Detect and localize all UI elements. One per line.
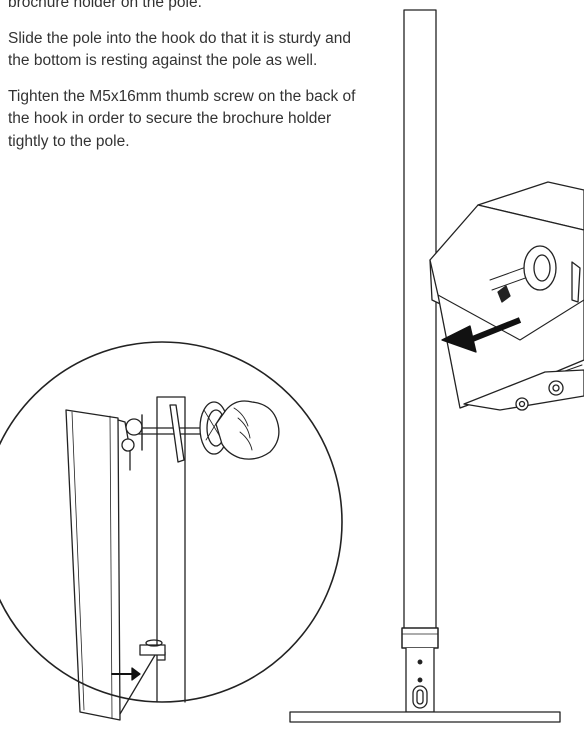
main-direction-arrow xyxy=(441,317,522,353)
main-pole xyxy=(289,9,561,723)
detail-circle-view xyxy=(0,341,343,721)
main-brochure-holder xyxy=(429,181,584,411)
main-base-plate xyxy=(289,711,561,723)
detail-circle-outline xyxy=(0,341,343,703)
instruction-step-slide: Slide the pole into the hook do that it … xyxy=(8,29,351,70)
instruction-text: brochure holder on the pole. Slide the p… xyxy=(8,0,368,166)
instruction-step-partial: brochure holder on the pole. xyxy=(8,0,202,11)
instruction-step-tighten: Tighten the M5x16mm thumb screw on the b… xyxy=(8,87,356,150)
detail-holder-panel xyxy=(65,409,121,721)
detail-hook xyxy=(117,419,131,471)
